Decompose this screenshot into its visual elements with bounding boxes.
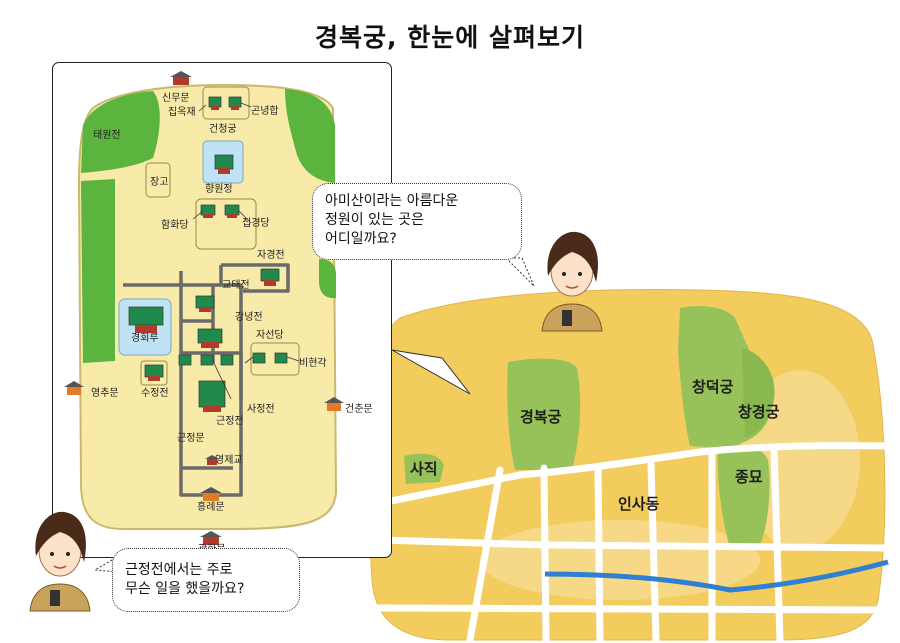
palace-gate-icon bbox=[64, 71, 344, 545]
label-heungnyemun: 흥례문 bbox=[197, 502, 225, 513]
label-geonchunmun: 건춘문 bbox=[345, 404, 373, 415]
garden-west bbox=[81, 179, 115, 363]
label-biheyongak: 비현각 bbox=[299, 358, 327, 369]
label-jagyeongjeon: 자경전 bbox=[257, 250, 285, 261]
label-geonchunggung: 건청궁 bbox=[209, 124, 237, 135]
label-sinmumun: 신무문 bbox=[162, 93, 190, 104]
question-line: 아미산이라는 아름다운 bbox=[325, 193, 459, 209]
garden-northwest bbox=[81, 91, 160, 173]
question-line: 정원이 있는 곳은 bbox=[325, 212, 425, 228]
label-yeongjegyo: 영제교 bbox=[215, 455, 243, 466]
question-line: 근정전에서는 주로 bbox=[125, 562, 233, 578]
question-line: 무슨 일을 했을까요? bbox=[125, 581, 245, 597]
city-label-changdeokgung: 창덕궁 bbox=[692, 378, 734, 396]
label-gyotaejeon: 교태전 bbox=[222, 280, 250, 291]
question-line: 어디일까요? bbox=[325, 231, 397, 247]
city-label-changgyeonggung: 창경궁 bbox=[738, 403, 780, 421]
city-label-sajik: 사직 bbox=[410, 460, 438, 478]
label-geonnyeonghap: 곤녕합 bbox=[251, 106, 279, 117]
label-geunjeongjeon: 근정전 bbox=[216, 416, 244, 427]
label-geunjeongmun: 근정문 bbox=[177, 433, 205, 444]
city-label-gyeongbokgung: 경복궁 bbox=[520, 408, 562, 426]
garden-northeast bbox=[285, 89, 335, 183]
city-roads bbox=[372, 442, 892, 643]
changgyeonggung-area bbox=[742, 348, 775, 438]
label-sajeongjeon: 사정전 bbox=[247, 404, 275, 415]
label-hamhwadang: 함화당 bbox=[161, 220, 189, 231]
student-avatar-icon bbox=[29, 511, 91, 612]
label-jaseondang: 자선당 bbox=[256, 330, 284, 341]
label-janggo: 장고 bbox=[150, 177, 169, 188]
label-jibokjae: 집옥재 bbox=[168, 107, 196, 118]
label-gangnyeongjeon: 강녕전 bbox=[235, 312, 263, 323]
label-taewonjeon: 태원전 bbox=[93, 130, 121, 141]
label-gyeonghoeru: 경회루 bbox=[131, 333, 159, 344]
palace-map-panel: 신무문 집옥재 곤녕합 건청궁 태원전 장고 향원정 함화당 집경당 자경전 교… bbox=[52, 62, 392, 558]
label-yeongchumun: 영추문 bbox=[91, 388, 119, 399]
palace-map bbox=[64, 71, 344, 545]
river bbox=[544, 559, 889, 593]
question-bubble-2: 근정전에서는 주로 무슨 일을 했을까요? bbox=[112, 548, 300, 612]
sajik-area bbox=[404, 453, 444, 484]
palace-building-icon bbox=[128, 96, 288, 408]
label-sujeongjeon: 수정전 bbox=[141, 388, 169, 399]
garden-east bbox=[319, 259, 336, 299]
page-title: 경복궁, 한눈에 살펴보기 bbox=[315, 23, 585, 52]
label-hyangwonjeong: 향원정 bbox=[205, 184, 233, 195]
jongmyo-area bbox=[717, 444, 770, 548]
city-label-jongmyo: 종묘 bbox=[735, 468, 763, 486]
question-bubble-1: 아미산이라는 아름다운 정원이 있는 곳은 어디일까요? bbox=[312, 183, 522, 260]
city-label-insadong: 인사동 bbox=[618, 495, 660, 513]
label-jipgyeongdang: 집경당 bbox=[242, 218, 270, 229]
student-avatar-icon bbox=[541, 231, 603, 332]
gyeongbokgung-area bbox=[507, 358, 581, 470]
palace-walls bbox=[123, 263, 290, 497]
